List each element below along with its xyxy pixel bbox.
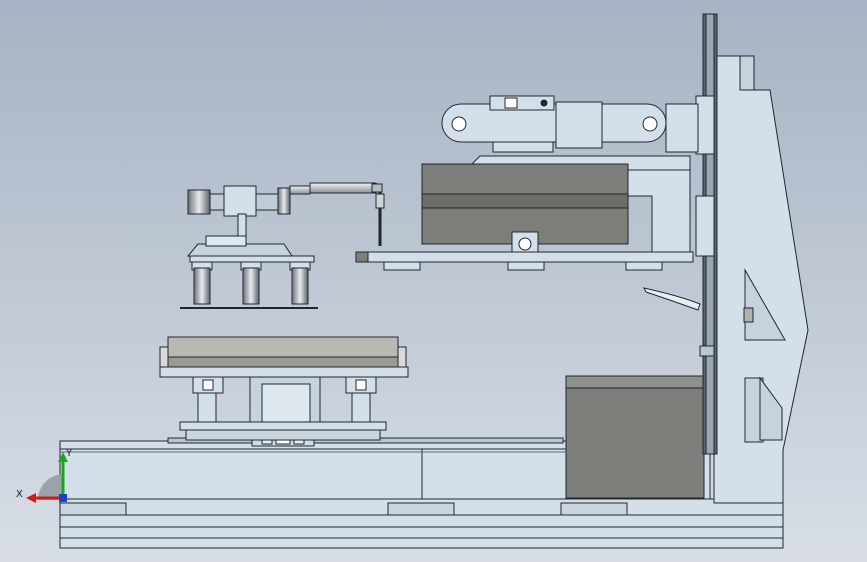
vertical-rail — [695, 13, 718, 455]
x-axis-label: X — [16, 489, 23, 500]
z-axis-marker — [59, 494, 67, 502]
gripper-assembly — [180, 182, 385, 309]
servo-motor-box — [565, 375, 719, 499]
workpiece-table — [159, 336, 409, 441]
y-axis-label: Y — [65, 448, 73, 459]
coordinate-triad: X Y — [16, 448, 73, 503]
spindle-arm — [355, 95, 701, 311]
x-axis-arrowhead — [26, 493, 36, 503]
y-axis-arrowhead — [58, 452, 68, 462]
vertical-column — [713, 55, 809, 504]
